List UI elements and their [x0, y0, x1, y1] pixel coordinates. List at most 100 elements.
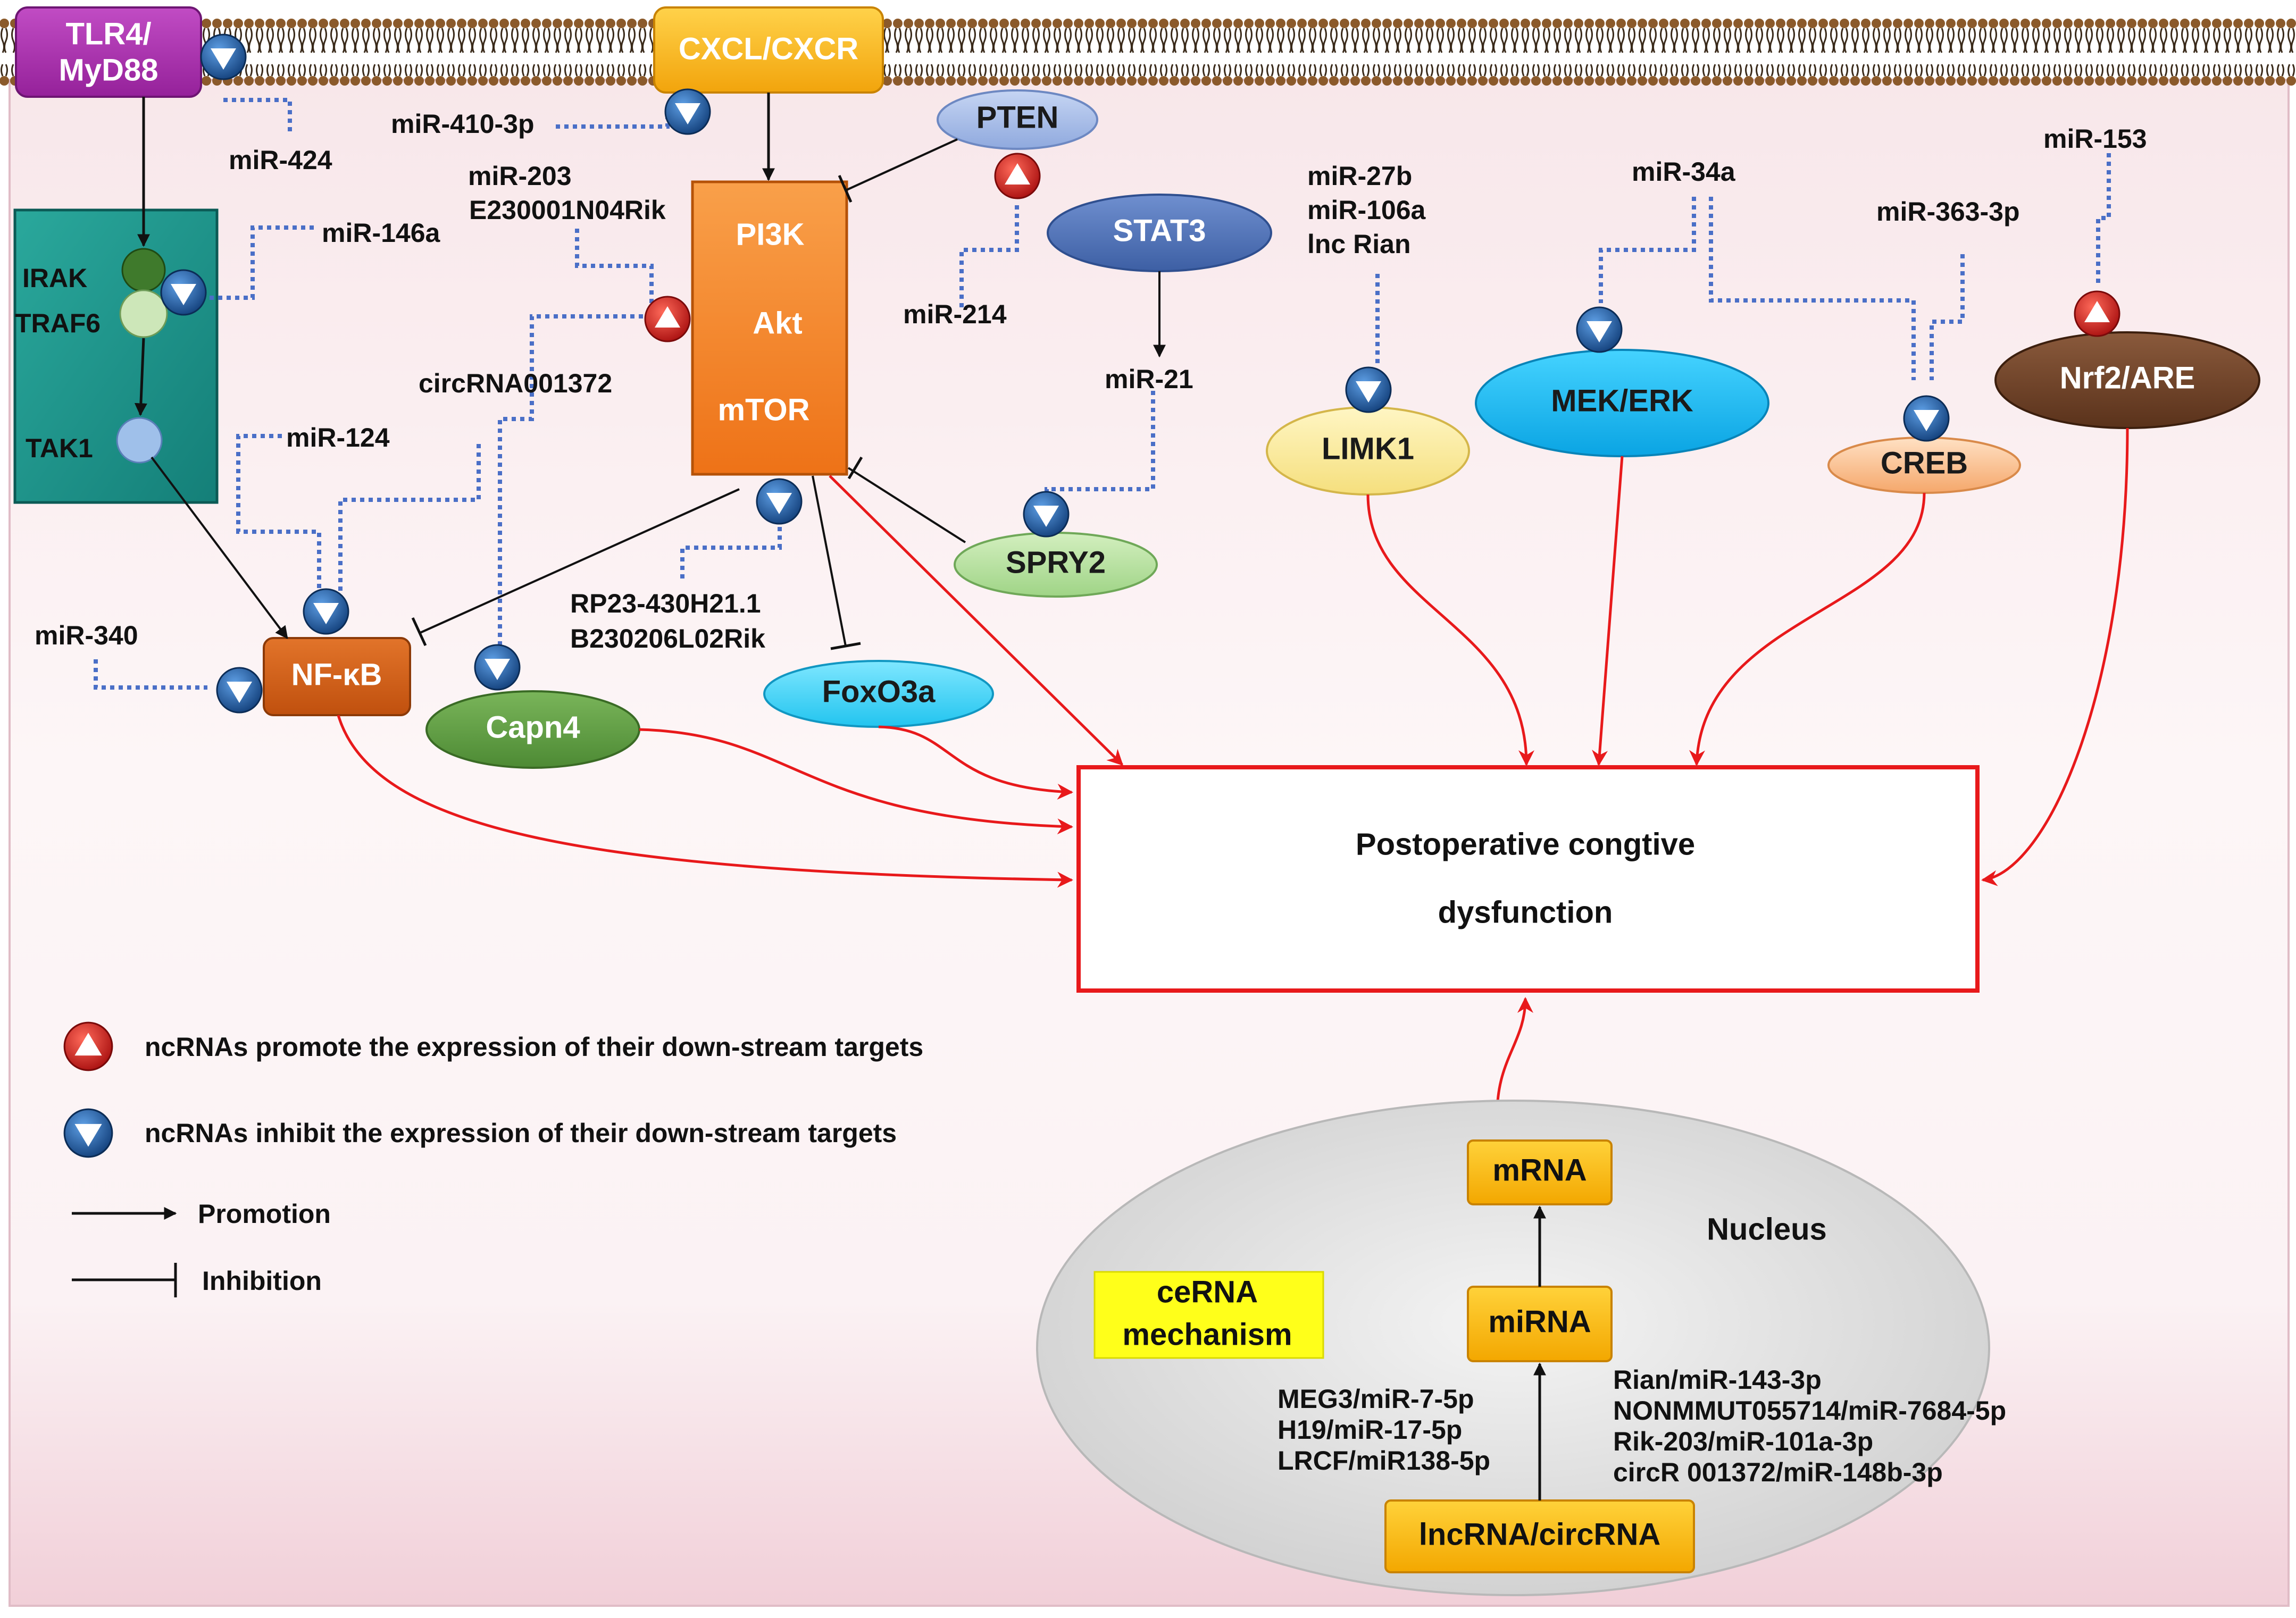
label-mir424: miR-424 — [229, 145, 332, 175]
label-mir363: miR-363-3p — [1876, 197, 2020, 227]
lipid-unit — [1563, 19, 1573, 86]
lipid-unit — [1659, 19, 1668, 86]
lipid-unit — [510, 19, 520, 86]
lipid-unit — [2138, 19, 2147, 86]
lipid-unit — [414, 19, 424, 86]
outcome-title-line2: dysfunction — [1438, 895, 1613, 929]
lipid-unit — [2084, 19, 2094, 86]
lipid-unit — [627, 19, 637, 86]
cerna-mechanism-box — [1093, 1271, 1324, 1359]
label-rp23: RP23-430H21.1 — [570, 589, 761, 618]
lipid-unit — [276, 19, 286, 86]
lipid-unit — [1467, 19, 1477, 86]
pair-lrcf: LRCF/miR138-5p — [1278, 1446, 1490, 1476]
limk1-label: LIMK1 — [1322, 431, 1414, 466]
lipid-unit — [1872, 19, 1881, 86]
lipid-unit — [1638, 19, 1647, 86]
lipid-unit — [1797, 19, 1807, 86]
label-mir34a: miR-34a — [1632, 157, 1736, 187]
lipid-unit — [1829, 19, 1839, 86]
lipid-unit — [287, 19, 296, 86]
lipid-unit — [1755, 19, 1764, 86]
lipid-unit — [244, 19, 254, 86]
lipid-unit — [936, 19, 945, 86]
lipid-unit — [2095, 19, 2105, 86]
marker-pi3k-promote — [644, 296, 691, 342]
lipid-unit — [1318, 19, 1328, 86]
lipid-unit — [265, 19, 275, 86]
irak-node — [121, 248, 166, 292]
lipid-unit — [957, 19, 966, 86]
link-mir146a — [207, 225, 314, 300]
pi3k-akt-mtor-box — [691, 180, 848, 476]
lipid-unit — [914, 19, 924, 86]
pten-inhibit-bar — [838, 174, 853, 203]
foxo3a-to-outcome — [878, 725, 1073, 800]
lipid-unit — [2201, 19, 2211, 86]
lipid-unit — [1903, 19, 1913, 86]
lipid-unit — [1946, 19, 1956, 86]
marker-mek-erk-inhibit — [1576, 306, 1623, 353]
lipid-unit — [393, 19, 403, 86]
mrna-label: mRNA — [1492, 1153, 1587, 1187]
legend-inhibition-text: Inhibition — [202, 1266, 322, 1296]
lipid-unit — [1084, 19, 1094, 86]
lipid-unit — [1489, 19, 1498, 86]
lipid-unit — [2063, 19, 2073, 86]
link-mir153 — [2096, 153, 2111, 287]
mtor-inhibits-foxo3a — [812, 475, 847, 647]
lipid-unit — [1521, 19, 1530, 86]
lipid-unit — [595, 19, 605, 86]
mek-erk-label: MEK/ERK — [1551, 383, 1693, 418]
mek-erk-to-outcome — [1592, 456, 1624, 766]
label-mir146a: miR-146a — [322, 218, 441, 248]
lipid-unit — [1350, 19, 1360, 86]
link-mir124-outer — [236, 434, 321, 596]
lipid-unit — [1999, 19, 2009, 86]
marker-capn4-inhibit — [474, 644, 521, 691]
cerna-line1: ceRNA — [1157, 1275, 1258, 1309]
capn4-to-outcome — [639, 728, 1073, 835]
lipid-unit — [2244, 19, 2253, 86]
lipid-unit — [1201, 19, 1211, 86]
lipid-unit — [1616, 19, 1626, 86]
pair-rik203: Rik-203/miR-101a-3p — [1613, 1427, 1873, 1456]
lipid-unit — [1127, 19, 1137, 86]
lipid-unit — [1893, 19, 1902, 86]
pair-nonmmut: NONMMUT055714/miR-7684-5p — [1613, 1396, 2006, 1426]
lipid-unit — [574, 19, 583, 86]
lipid-unit — [1808, 19, 1817, 86]
lipid-unit — [1914, 19, 1924, 86]
lipid-unit — [1765, 19, 1775, 86]
lipid-unit — [1276, 19, 1285, 86]
mtor-inhibits-spry2 — [847, 467, 966, 543]
lipid-unit — [372, 19, 381, 86]
lipid-unit — [1148, 19, 1158, 86]
lipid-unit — [1372, 19, 1381, 86]
lipid-unit — [2255, 19, 2264, 86]
legend-promote-marker — [63, 1021, 113, 1071]
outcome-box — [1076, 765, 1980, 993]
lipid-unit — [1776, 19, 1785, 86]
lipid-unit — [1925, 19, 1934, 86]
lipid-unit — [446, 19, 456, 86]
cerna-line2: mechanism — [1122, 1317, 1292, 1352]
marker-spry2-inhibit — [1023, 491, 1070, 538]
marker-pten-promote — [994, 153, 1041, 199]
foxo3a-label: FoxO3a — [822, 674, 936, 709]
lipid-unit — [1531, 19, 1541, 86]
ncrna-links — [94, 98, 2111, 690]
label-mir106a: miR-106a — [1307, 195, 1426, 225]
lipid-unit — [340, 19, 349, 86]
lipid-unit — [1584, 19, 1594, 86]
lipid-unit — [404, 19, 413, 86]
lipid-unit — [1191, 19, 1200, 86]
mirna-label: miRNA — [1488, 1304, 1591, 1339]
lipid-unit — [329, 19, 339, 86]
lipid-unit — [1723, 19, 1732, 86]
lipid-unit — [1669, 19, 1679, 86]
creb-label: CREB — [1881, 446, 1968, 480]
lipid-unit — [1542, 19, 1551, 86]
